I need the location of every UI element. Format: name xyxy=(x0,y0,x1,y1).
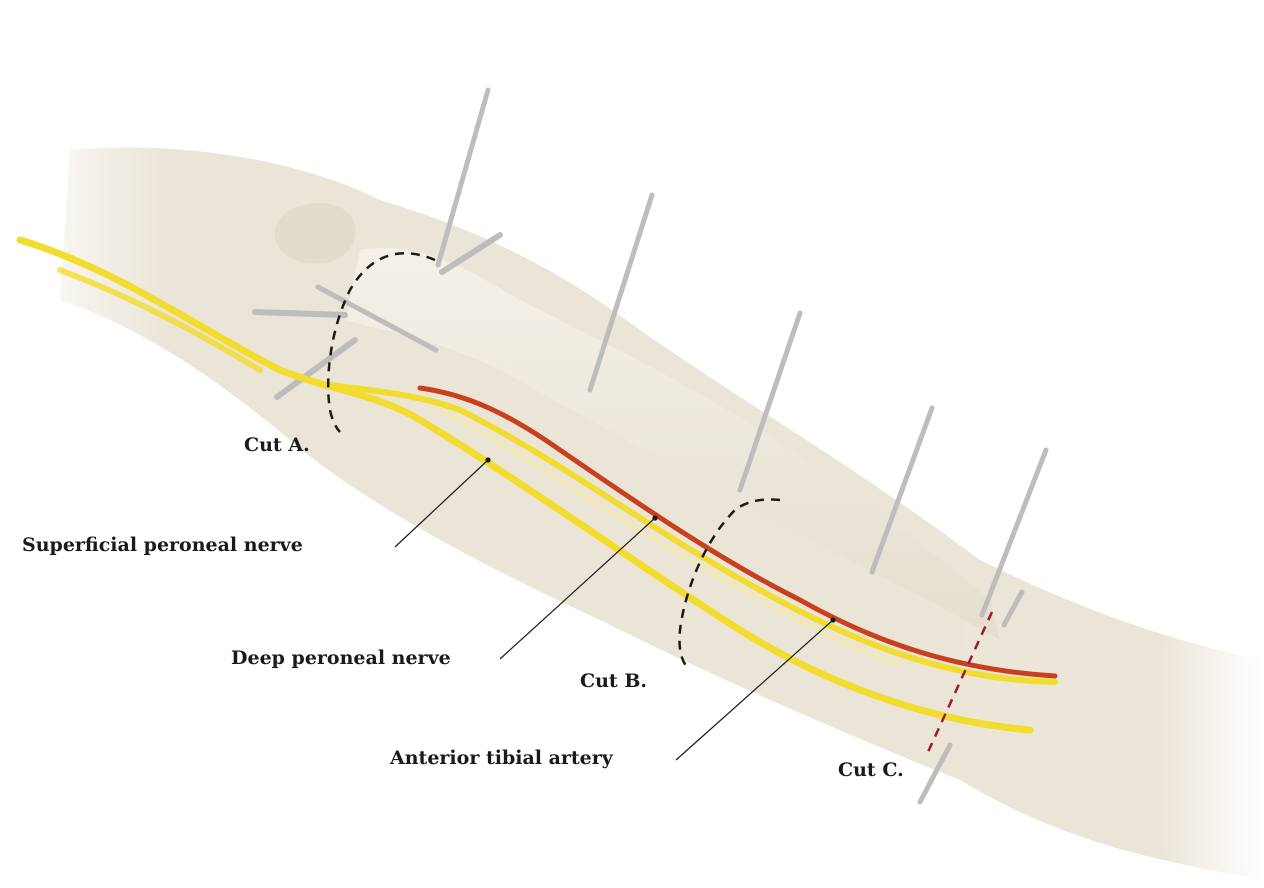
pin xyxy=(255,312,345,315)
right-fade xyxy=(1160,0,1264,888)
label-cut-a: Cut A. xyxy=(244,434,310,456)
dot-superficial xyxy=(485,457,490,462)
label-deep-peroneal-nerve: Deep peroneal nerve xyxy=(231,647,451,669)
left-fade xyxy=(0,0,170,888)
label-superficial-peroneal-nerve: Superficial peroneal nerve xyxy=(22,534,303,556)
label-cut-c: Cut C. xyxy=(838,759,904,781)
dot-artery xyxy=(830,617,835,622)
label-cut-b: Cut B. xyxy=(580,670,647,692)
dot-deep xyxy=(652,515,657,520)
label-anterior-tibial-artery: Anterior tibial artery xyxy=(389,747,614,769)
